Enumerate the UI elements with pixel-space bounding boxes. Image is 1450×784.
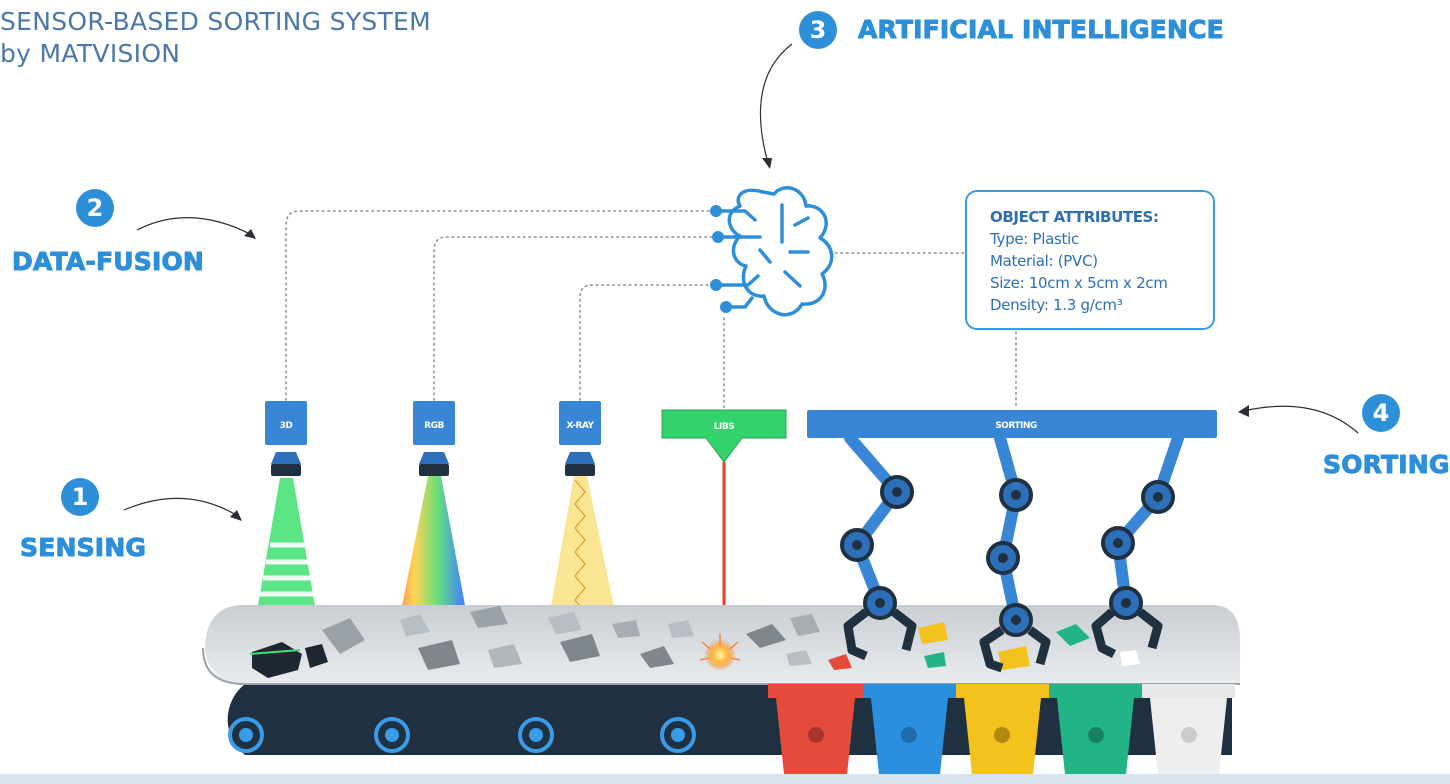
curved-arrow-icon <box>136 217 253 236</box>
sensor-rgb <box>413 401 455 476</box>
gripper-icon <box>843 608 1163 673</box>
sensor-xray-label: X-RAY <box>567 421 595 431</box>
step-3-badge: 3 <box>799 11 837 49</box>
bin-yellow <box>956 684 1049 784</box>
dotted-line-3d <box>285 210 717 401</box>
dotted-line-rgb <box>433 236 717 401</box>
sorting-rail <box>807 410 1217 438</box>
curved-arrow-icon <box>123 497 239 517</box>
step-4-label: SORTING <box>1323 450 1450 480</box>
spark-rays <box>699 634 741 661</box>
arrow-head <box>1238 405 1249 417</box>
belt-roller-hubs <box>239 728 685 742</box>
arrow-head <box>244 229 256 239</box>
colored-pieces <box>828 622 1140 670</box>
page-title: SENSOR-BASED SORTING SYSTEM by MATVISION <box>0 6 431 70</box>
material-pieces <box>322 606 820 670</box>
bin-green <box>1049 684 1142 784</box>
brain-circuit-icon <box>714 186 834 317</box>
sorting-rail-label: SORTING <box>995 421 1037 431</box>
attribute-size: Size: 10cm x 5cm x 2cm <box>990 274 1168 292</box>
data-fusion-lines <box>285 210 1017 409</box>
curved-arrow-icon <box>1242 405 1359 434</box>
attributes-title: OBJECT ATTRIBUTES: <box>990 208 1159 226</box>
robot-arm-1 <box>844 432 903 609</box>
step-3-label: ARTIFICIAL INTELLIGENCE <box>858 15 1225 45</box>
object-attributes-card: OBJECT ATTRIBUTES: Type: Plastic Materia… <box>965 190 1215 330</box>
sensor-xray <box>559 401 601 476</box>
attribute-material: Material: (PVC) <box>990 252 1098 270</box>
arrow-heads <box>230 158 1249 521</box>
belt-rollers <box>228 717 696 753</box>
attribute-density: Density: 1.3 g/cm³ <box>990 296 1123 314</box>
title-line-2: by MATVISION <box>0 39 181 68</box>
sensor-libs-label: LIBS <box>714 422 734 432</box>
robot-arms <box>844 432 1184 626</box>
curved-arrow-icon <box>759 43 793 164</box>
sorting-bins <box>768 684 1235 784</box>
laser-spark-icon <box>704 639 736 671</box>
sensor-3d-label: 3D <box>280 421 293 431</box>
brain-nodes <box>710 205 732 313</box>
step-2-badge: 2 <box>76 189 114 227</box>
sensor-3d <box>265 401 307 476</box>
step-4-badge: 4 <box>1362 394 1400 432</box>
sensor-libs <box>661 409 787 463</box>
step-2-label: DATA-FUSION <box>11 247 205 277</box>
attribute-type: Type: Plastic <box>990 230 1079 248</box>
robot-arm-3 <box>1112 432 1184 609</box>
arrow-head <box>762 158 772 169</box>
rock-block <box>249 642 328 678</box>
robot-arm-2 <box>994 432 1022 626</box>
bottom-band <box>0 774 1450 784</box>
bin-white <box>1142 684 1235 784</box>
robot-joints <box>840 475 1175 637</box>
title-line-1: SENSOR-BASED SORTING SYSTEM <box>0 7 432 36</box>
dotted-line-xray <box>579 284 717 401</box>
sensor-rgb-label: RGB <box>424 421 444 431</box>
arrow-head <box>230 510 242 521</box>
step-arrows <box>123 43 1359 517</box>
step-1-badge: 1 <box>61 478 99 516</box>
step-1-label: SENSING <box>19 533 147 563</box>
bin-blue <box>863 684 956 784</box>
belt-edge <box>202 647 1240 685</box>
bin-red <box>768 684 863 784</box>
